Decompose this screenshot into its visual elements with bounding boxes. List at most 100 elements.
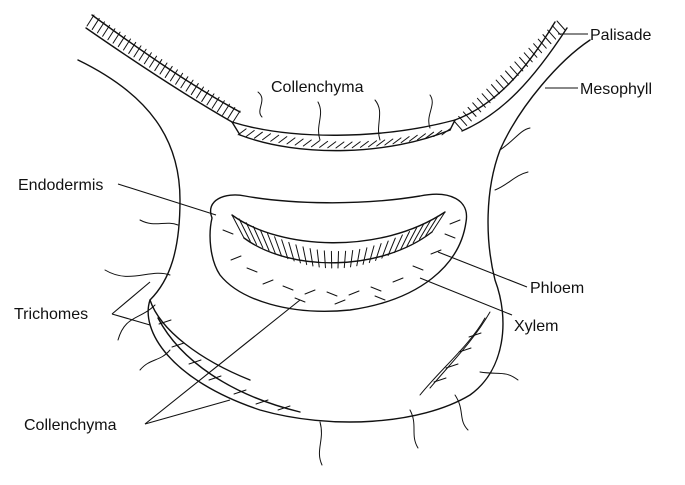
label-endodermis: Endodermis bbox=[18, 177, 103, 194]
texture-stroke bbox=[303, 140, 311, 146]
texture-stroke bbox=[336, 142, 344, 148]
vascular-bundle bbox=[210, 194, 466, 311]
texture-stroke bbox=[295, 139, 303, 145]
lower-collenchyma-hatching bbox=[159, 320, 481, 410]
texture-stroke bbox=[189, 360, 201, 364]
texture-stroke bbox=[506, 71, 514, 80]
texture-stroke bbox=[247, 268, 257, 272]
texture-stroke bbox=[283, 286, 293, 290]
texture-stroke bbox=[223, 104, 230, 115]
texture-stroke bbox=[363, 248, 367, 265]
trichome-2 bbox=[318, 102, 321, 140]
texture-stroke bbox=[482, 94, 490, 103]
texture-stroke bbox=[223, 230, 233, 234]
texture-stroke bbox=[468, 107, 476, 116]
texture-stroke bbox=[324, 251, 325, 268]
upper-collenchyma-hatching bbox=[238, 129, 450, 148]
texture-stroke bbox=[552, 26, 560, 35]
palisade-cells-left bbox=[87, 15, 240, 122]
texture-stroke bbox=[233, 111, 240, 122]
texture-stroke bbox=[501, 76, 509, 85]
texture-stroke bbox=[357, 249, 360, 265]
trichome-11 bbox=[319, 422, 322, 465]
label-mesophyll: Mesophyll bbox=[580, 81, 652, 98]
texture-stroke bbox=[371, 287, 381, 291]
texture-stroke bbox=[344, 142, 352, 148]
texture-stroke bbox=[557, 21, 565, 30]
texture-stroke bbox=[217, 101, 224, 112]
label-trichomes: Trichomes bbox=[14, 306, 88, 323]
texture-stroke bbox=[459, 116, 467, 125]
label-collenchyma-bottom: Collenchyma bbox=[24, 417, 117, 434]
texture-stroke bbox=[231, 256, 241, 260]
texture-stroke bbox=[263, 280, 273, 284]
texture-stroke bbox=[279, 137, 287, 143]
texture-stroke bbox=[246, 131, 254, 137]
texture-stroke bbox=[369, 141, 377, 147]
texture-stroke bbox=[108, 29, 115, 40]
label-collenchyma-top: Collenchyma bbox=[271, 79, 364, 96]
texture-stroke bbox=[409, 135, 417, 141]
trichomes bbox=[105, 92, 530, 465]
label-palisade: Palisade bbox=[590, 27, 651, 44]
texture-stroke bbox=[487, 89, 495, 98]
texture-stroke bbox=[445, 234, 455, 238]
midrib-outline bbox=[78, 40, 590, 422]
texture-stroke bbox=[335, 300, 345, 304]
texture-stroke bbox=[311, 141, 319, 147]
texture-stroke bbox=[351, 250, 353, 266]
texture-stroke bbox=[254, 132, 262, 138]
texture-stroke bbox=[393, 138, 401, 144]
texture-stroke bbox=[310, 249, 313, 266]
trichome-8 bbox=[105, 270, 170, 276]
texture-stroke bbox=[375, 296, 385, 300]
palisade-band-left bbox=[86, 15, 240, 122]
texture-stroke bbox=[338, 252, 339, 269]
trichome-7 bbox=[140, 220, 178, 225]
texture-stroke bbox=[317, 250, 319, 267]
texture-stroke bbox=[360, 141, 368, 147]
texture-stroke bbox=[271, 135, 279, 141]
lower-collenchyma-band bbox=[158, 312, 490, 412]
texture-stroke bbox=[442, 129, 450, 135]
texture-stroke bbox=[303, 247, 307, 265]
texture-stroke bbox=[548, 30, 556, 39]
texture-stroke bbox=[376, 244, 382, 261]
trichome-1 bbox=[258, 92, 262, 117]
texture-stroke bbox=[369, 246, 374, 263]
texture-stroke bbox=[352, 142, 360, 148]
texture-stroke bbox=[287, 138, 295, 144]
texture-stroke bbox=[103, 25, 110, 36]
trichome-6 bbox=[495, 172, 528, 190]
texture-stroke bbox=[413, 266, 423, 270]
texture-stroke bbox=[349, 291, 359, 295]
texture-stroke bbox=[515, 62, 523, 71]
texture-stroke bbox=[228, 108, 235, 119]
texture-stroke bbox=[344, 251, 345, 267]
texture-stroke bbox=[510, 66, 518, 75]
label-xylem: Xylem bbox=[514, 318, 558, 335]
texture-stroke bbox=[450, 220, 460, 224]
texture-stroke bbox=[263, 134, 271, 140]
label-phloem: Phloem bbox=[530, 280, 584, 297]
texture-stroke bbox=[305, 290, 315, 294]
texture-stroke bbox=[385, 139, 393, 145]
texture-stroke bbox=[87, 15, 94, 26]
texture-stroke bbox=[113, 32, 120, 43]
texture-stroke bbox=[454, 121, 462, 130]
texture-stroke bbox=[377, 140, 385, 146]
texture-stroke bbox=[496, 80, 504, 89]
texture-stroke bbox=[320, 141, 328, 147]
texture-stroke bbox=[491, 85, 499, 94]
trichome-4 bbox=[429, 95, 433, 128]
texture-stroke bbox=[393, 278, 403, 282]
texture-stroke bbox=[328, 142, 336, 148]
texture-stroke bbox=[401, 137, 409, 143]
texture-stroke bbox=[92, 18, 99, 29]
texture-stroke bbox=[97, 22, 104, 33]
xylem-vessels bbox=[232, 212, 445, 268]
texture-stroke bbox=[238, 129, 246, 135]
upper-collenchyma-strip bbox=[232, 120, 455, 151]
